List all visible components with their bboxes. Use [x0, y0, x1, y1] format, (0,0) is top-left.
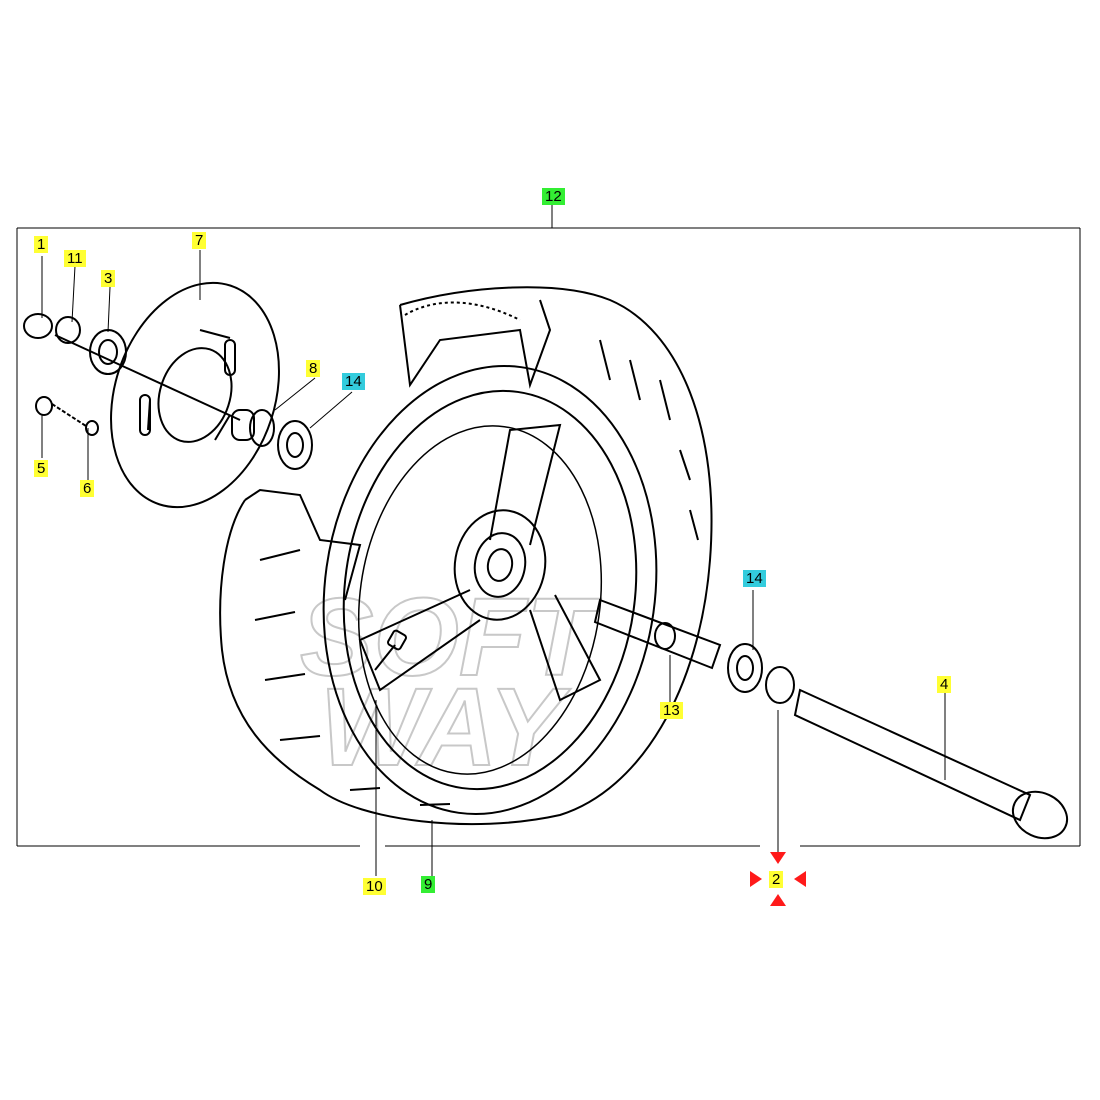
callout-13[interactable]: 13 — [660, 702, 683, 719]
callout-9[interactable]: 9 — [421, 876, 436, 893]
wheel-assembly — [219, 286, 713, 826]
brake-disc — [110, 281, 280, 509]
callout-10[interactable]: 10 — [363, 878, 386, 895]
axle-right-parts — [593, 598, 1069, 840]
callout-4[interactable]: 4 — [937, 676, 952, 693]
callout-5[interactable]: 5 — [34, 460, 49, 477]
callout-2[interactable]: 2 — [769, 871, 784, 888]
selection-marker — [750, 852, 806, 906]
watermark-line1: SOFT — [300, 576, 601, 699]
watermark: SOFT WAY — [299, 575, 602, 790]
callout-7[interactable]: 7 — [192, 232, 207, 249]
callout-6[interactable]: 6 — [80, 480, 95, 497]
callout-3[interactable]: 3 — [101, 270, 116, 287]
callout-11[interactable]: 11 — [64, 250, 86, 267]
diagram-frame — [16, 205, 1081, 847]
valve-stem — [374, 629, 407, 671]
callout-12[interactable]: 12 — [542, 188, 565, 205]
callout-1[interactable]: 1 — [34, 236, 49, 253]
axle-left-parts — [23, 313, 313, 470]
callout-14-left[interactable]: 14 — [342, 373, 365, 390]
callout-8[interactable]: 8 — [306, 360, 321, 377]
callout-14-right[interactable]: 14 — [743, 570, 766, 587]
watermark-line2: WAY — [320, 666, 571, 789]
